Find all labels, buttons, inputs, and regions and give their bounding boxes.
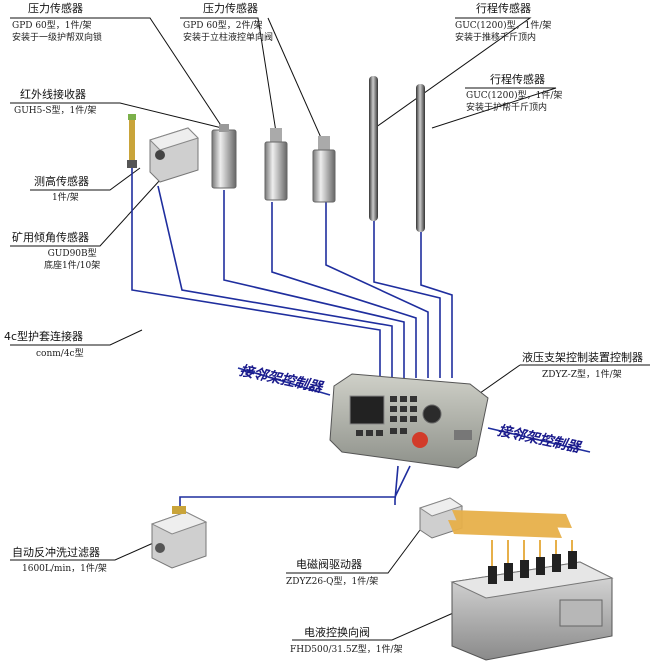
height-sensor-label: 测高传感器 — [34, 175, 89, 188]
reversing-valve-info: FHD500/31.5Z型，1件/架 — [290, 644, 403, 656]
connector-title: 4c型护套连接器 — [4, 330, 84, 343]
infrared-receiver-title: 红外线接收器 — [20, 88, 86, 101]
infrared-receiver-image — [211, 124, 237, 189]
travel-sensor-2-title: 行程传感器 — [490, 73, 545, 86]
pressure-sensor-1-label: 压力传感器 — [28, 2, 83, 15]
ribbon-cable — [448, 510, 572, 538]
connector-model: conm/4c型 — [36, 349, 84, 359]
controller-title: 液压支架控制装置控制器 — [522, 351, 643, 364]
valve-driver-model: ZDYZ26-Q型，1件/架 — [286, 577, 379, 587]
infrared-receiver-model: GUH5-S型，1件/架 — [14, 106, 97, 116]
pressure-sensor-1-info: GPD 60型，1件/架 安装于一级护帮双向锁 — [12, 20, 102, 44]
travel-sensor-1-model: GUC(1200)型，1件/架 — [455, 21, 552, 31]
tilt-sensor-image — [149, 127, 199, 183]
leader-lines — [10, 17, 650, 641]
travel-sensor-2-info: GUC(1200)型，1件/架 安装于护帮千斤顶内 — [466, 90, 562, 114]
valve-driver-info: ZDYZ26-Q型，1件/架 — [286, 576, 378, 588]
travel-sensor-1-note: 安装于推移千斤顶内 — [455, 33, 537, 43]
travel-sensor-1-image — [369, 76, 378, 221]
pressure-sensor-1-title: 压力传感器 — [28, 2, 83, 15]
backwash-filter-info: 1600L/min，1件/架 — [22, 563, 107, 575]
travel-sensor-1-title: 行程传感器 — [476, 2, 531, 15]
reversing-valve-title: 电液控换向阀 — [304, 626, 370, 639]
pressure-sensor-2-model: GPD 60型，2件/架 — [183, 21, 263, 31]
height-sensor-info: 1件/架 — [52, 192, 79, 204]
travel-sensor-2-note: 安装于护帮千斤顶内 — [466, 103, 548, 113]
backwash-filter-label: 自动反冲洗过滤器 — [12, 546, 100, 559]
backwash-filter-title: 自动反冲洗过滤器 — [12, 546, 100, 559]
controller-image — [329, 373, 489, 469]
controller-model: ZDYZ-Z型，1件/架 — [542, 370, 622, 380]
travel-sensor-1-info: GUC(1200)型，1件/架 安装于推移千斤顶内 — [455, 20, 551, 44]
pressure-sensor-1-model: GPD 60型，1件/架 — [12, 21, 92, 31]
infrared-receiver-info: GUH5-S型，1件/架 — [14, 105, 96, 117]
controller-info: ZDYZ-Z型，1件/架 — [542, 369, 622, 381]
reversing-valve-image — [450, 540, 614, 661]
pressure-sensor-2-info: GPD 60型，2件/架 安装于立柱液控单向阀 — [183, 20, 273, 44]
controller-label: 液压支架控制装置控制器 — [522, 351, 643, 364]
reversing-valve-label: 电液控换向阀 — [304, 626, 370, 639]
travel-sensor-2-model: GUC(1200)型，1件/架 — [466, 91, 563, 101]
connector-label: 4c型护套连接器 — [4, 330, 83, 343]
pressure-sensor-1-image — [264, 128, 288, 201]
connector-info: conm/4c型 — [36, 348, 84, 360]
reversing-valve-model: FHD500/31.5Z型，1件/架 — [290, 645, 403, 655]
pressure-sensor-1-note: 安装于一级护帮双向锁 — [12, 33, 103, 43]
tilt-sensor-label: 矿用倾角传感器 — [12, 231, 89, 244]
cable-bundle — [131, 130, 591, 512]
backwash-filter-image — [150, 506, 208, 569]
height-sensor-model: 1件/架 — [52, 193, 79, 203]
tilt-sensor-model: GUD90B型 — [47, 249, 97, 259]
pressure-sensor-2-image — [312, 136, 336, 203]
infrared-receiver-label: 红外线接收器 — [20, 88, 86, 101]
height-sensor-title: 测高传感器 — [34, 175, 89, 188]
tilt-sensor-title: 矿用倾角传感器 — [12, 231, 89, 244]
pressure-sensor-2-label: 压力传感器 — [203, 2, 258, 15]
travel-sensor-2-label: 行程传感器 — [490, 73, 545, 86]
travel-sensor-1-label: 行程传感器 — [476, 2, 531, 15]
pressure-sensor-2-title: 压力传感器 — [203, 2, 258, 15]
tilt-sensor-info: GUD90B型 底座1件/10架 — [44, 248, 100, 272]
valve-driver-label: 电磁阀驱动器 — [296, 558, 362, 571]
travel-sensor-2-image — [416, 84, 425, 232]
backwash-filter-model: 1600L/min，1件/架 — [22, 564, 107, 574]
pressure-sensor-2-note: 安装于立柱液控单向阀 — [183, 33, 274, 43]
height-sensor-image — [127, 114, 137, 168]
valve-driver-title: 电磁阀驱动器 — [296, 558, 362, 571]
tilt-sensor-note: 底座1件/10架 — [44, 261, 101, 271]
